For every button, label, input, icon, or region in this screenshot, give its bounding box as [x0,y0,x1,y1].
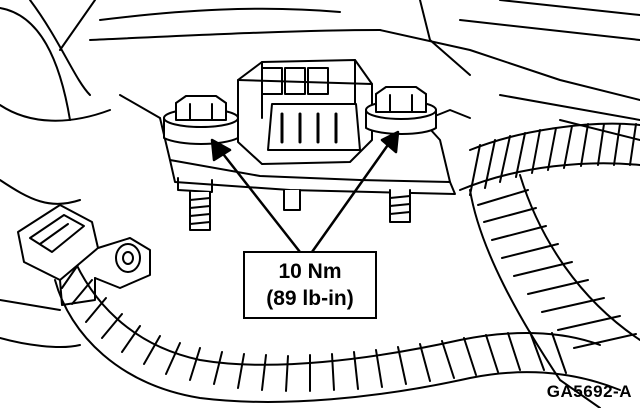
figure-id-label: GA5692-A [546,382,632,401]
right-hex-bolt [365,86,437,223]
bottom-wiring-loom [54,249,621,403]
callout-leader-arrows [210,130,400,254]
torque-value-metric: 10 Nm [278,260,342,283]
background-panel-lines [0,0,640,349]
left-hex-bolt [163,95,239,231]
torque-value-imperial: (89 lb-in) [266,287,354,310]
left-harness-connector [17,204,151,306]
right-wiring-loom [459,122,640,196]
torque-spec-callout: 10 Nm (89 lb-in) [243,251,377,319]
map-sensor-body [237,59,373,165]
lower-right-loom [469,174,640,408]
center-stud [283,189,301,211]
